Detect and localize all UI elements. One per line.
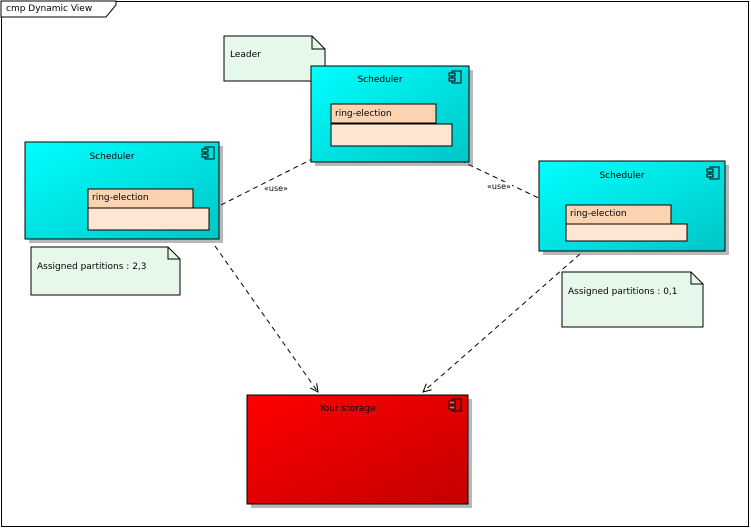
- ring-election-left-label: ring-election: [92, 193, 149, 203]
- ring-election-right-label: ring-election: [570, 209, 627, 219]
- connector-right-storage: [423, 253, 581, 392]
- leader-note-text: Leader: [230, 50, 261, 60]
- component-icon: [706, 166, 720, 180]
- scheduler-right-title: Scheduler: [599, 171, 645, 181]
- frame-tab-shape: [0, 0, 117, 18]
- component-icon: [448, 398, 462, 412]
- ring-election-body: [330, 123, 453, 147]
- ring-election-top-label: ring-election: [335, 109, 392, 119]
- ring-election-body: [565, 223, 688, 242]
- partitions-note-right[interactable]: [561, 271, 704, 328]
- partitions-note-left[interactable]: [30, 246, 181, 296]
- connector-left-storage: [214, 245, 318, 392]
- scheduler-top-component[interactable]: [310, 65, 473, 166]
- use-stereotype-left: «use»: [263, 184, 289, 193]
- leader-note[interactable]: [223, 35, 326, 82]
- storage-title: Your storage: [319, 404, 376, 414]
- component-icon: [448, 70, 462, 84]
- ring-election-body: [87, 207, 210, 231]
- scheduler-right-component[interactable]: [538, 160, 729, 255]
- ring-election-tab: [330, 103, 437, 124]
- frame-title: cmp Dynamic View: [6, 4, 93, 14]
- scheduler-left-component[interactable]: [24, 141, 223, 243]
- use-stereotype-right: «use»: [486, 182, 512, 191]
- partitions-left-text: Assigned partitions : 2,3: [37, 262, 147, 272]
- component-icon: [201, 146, 215, 160]
- scheduler-top-title: Scheduler: [357, 75, 403, 85]
- partitions-right-text: Assigned partitions : 0,1: [568, 287, 678, 297]
- storage-component[interactable]: [246, 394, 472, 508]
- scheduler-left-title: Scheduler: [89, 152, 135, 162]
- connector-left-use: [209, 150, 330, 211]
